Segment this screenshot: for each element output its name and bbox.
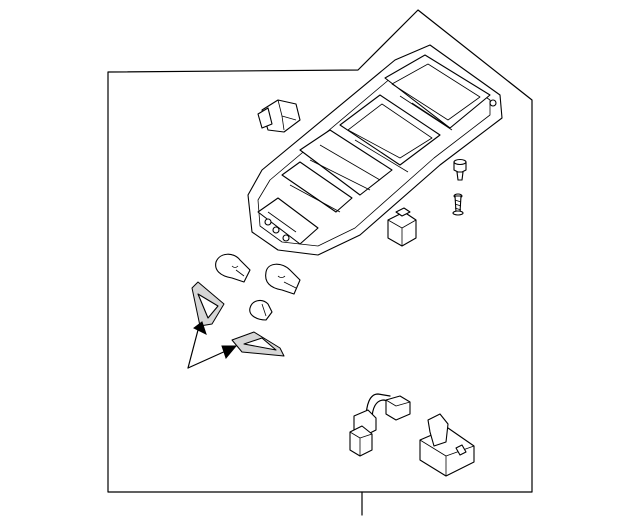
storage-bin-rear [384,54,491,131]
nut[interactable] [453,158,467,181]
callout-arrows [187,321,238,369]
wire-harness[interactable] [349,393,411,457]
storage-bin-mid [339,94,441,173]
screw[interactable] [452,193,464,216]
lamp-socket[interactable] [419,413,475,477]
lens[interactable] [231,331,285,357]
lens[interactable] [191,281,225,327]
diagram-frame [107,9,533,516]
mount-hole [489,99,497,107]
switch-panel [281,129,393,213]
clip[interactable] [257,99,301,133]
map-lamp-area [257,197,319,245]
bulb[interactable] [249,299,273,321]
overhead-console[interactable] [247,44,503,256]
switch[interactable] [387,207,417,247]
bulb[interactable] [215,253,251,283]
bulb[interactable] [265,263,301,295]
